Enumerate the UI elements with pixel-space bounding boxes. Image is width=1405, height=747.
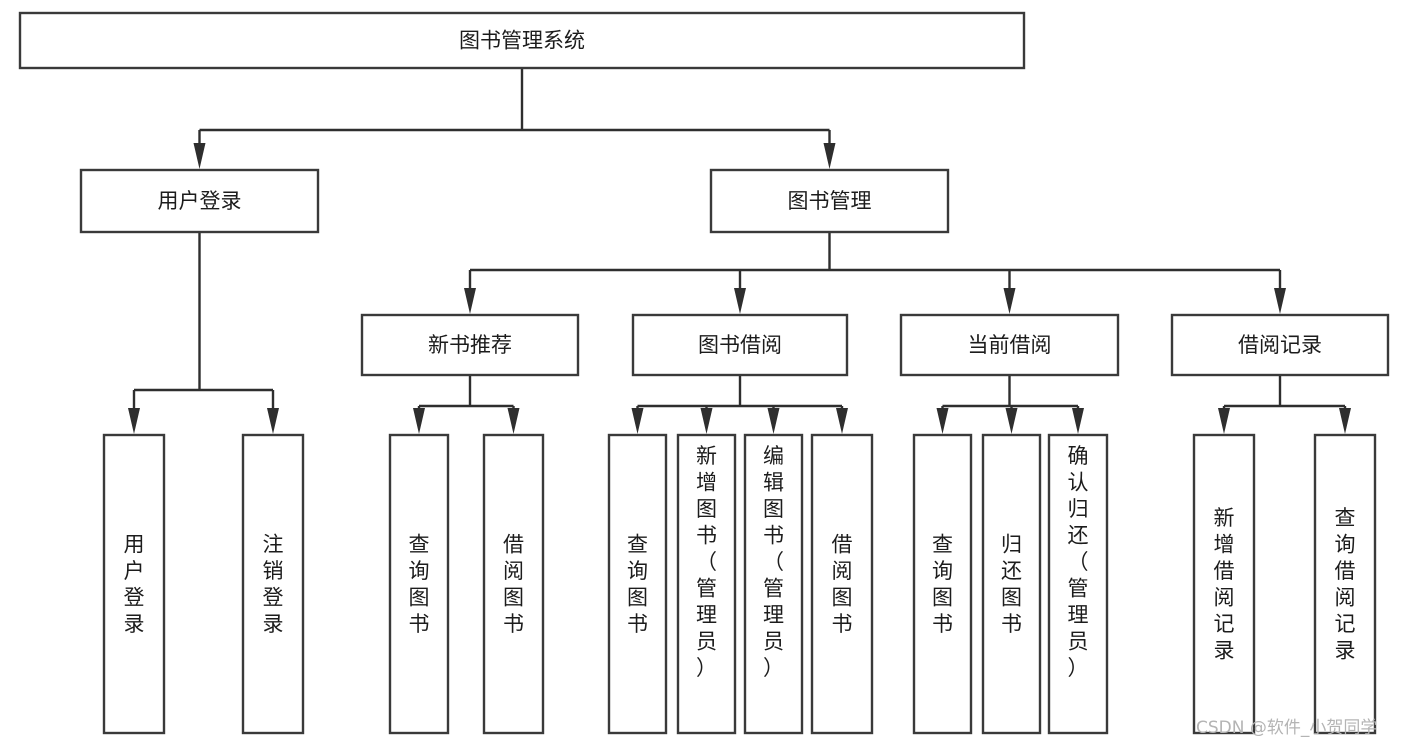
arrow-head-icon bbox=[631, 408, 644, 434]
arrow-head-icon bbox=[767, 408, 780, 434]
node-label: 注销登录 bbox=[263, 533, 284, 637]
arrow-head-icon bbox=[823, 143, 836, 169]
node-l_cur_3[interactable]: 确认归还（管理员） bbox=[1047, 433, 1109, 735]
node-label: 确认归还（管理员） bbox=[1068, 444, 1089, 680]
node-label: 借阅图书 bbox=[832, 533, 853, 637]
node-box bbox=[18, 11, 1026, 70]
node-box bbox=[1170, 313, 1390, 377]
node-box bbox=[241, 433, 305, 735]
node-n_record[interactable]: 借阅记录 bbox=[1170, 313, 1390, 377]
node-label: 用户登录 bbox=[158, 189, 242, 213]
node-label: 新书推荐 bbox=[428, 333, 512, 357]
arrow-head-icon bbox=[936, 408, 949, 434]
node-box bbox=[743, 433, 804, 735]
node-label: 图书管理系统 bbox=[459, 29, 585, 53]
node-box bbox=[709, 168, 950, 234]
node-l_new_1[interactable]: 查询图书 bbox=[388, 433, 450, 735]
node-box bbox=[1192, 433, 1256, 735]
node-box bbox=[79, 168, 320, 234]
arrow-head-icon bbox=[464, 288, 476, 314]
arrow-head-icon bbox=[700, 408, 713, 434]
node-label: 新增图书（管理员） bbox=[696, 444, 717, 680]
node-root[interactable]: 图书管理系统 bbox=[18, 11, 1026, 70]
node-label: 归还图书 bbox=[1001, 533, 1022, 637]
csdn-watermark: CSDN @软件_小贺同学 bbox=[1196, 718, 1377, 738]
arrow-head-icon bbox=[1339, 408, 1351, 434]
node-box bbox=[676, 433, 737, 735]
node-l_bor_4[interactable]: 借阅图书 bbox=[810, 433, 874, 735]
node-label: 图书管理 bbox=[788, 189, 872, 213]
arrow-head-icon bbox=[1005, 408, 1018, 434]
node-label: 查询图书 bbox=[932, 533, 953, 637]
arrow-head-icon bbox=[1274, 288, 1286, 314]
arrow-head-icon bbox=[836, 408, 848, 434]
node-layer: 图书管理系统用户登录图书管理新书推荐图书借阅当前借阅借阅记录用户登录注销登录查询… bbox=[18, 11, 1390, 735]
node-l_login_2[interactable]: 注销登录 bbox=[241, 433, 305, 735]
node-box bbox=[1313, 433, 1377, 735]
node-box bbox=[981, 433, 1042, 735]
node-n_current[interactable]: 当前借阅 bbox=[899, 313, 1120, 377]
arrow-head-icon bbox=[413, 408, 425, 434]
node-l_cur_2[interactable]: 归还图书 bbox=[981, 433, 1042, 735]
connector-group-n_current bbox=[936, 375, 1084, 434]
node-label: 编辑图书（管理员） bbox=[763, 444, 784, 680]
arrow-head-icon bbox=[734, 288, 746, 314]
connector-group-n_login bbox=[128, 232, 279, 434]
node-box bbox=[482, 433, 545, 735]
node-box bbox=[631, 313, 849, 377]
arrow-head-icon bbox=[1218, 408, 1230, 434]
node-l_login_1[interactable]: 用户登录 bbox=[102, 433, 166, 735]
arrow-head-icon bbox=[1003, 288, 1016, 314]
node-l_bor_1[interactable]: 查询图书 bbox=[607, 433, 668, 735]
node-label: 新增借阅记录 bbox=[1214, 506, 1235, 663]
node-l_new_2[interactable]: 借阅图书 bbox=[482, 433, 545, 735]
node-n_bookmgmt[interactable]: 图书管理 bbox=[709, 168, 950, 234]
arrow-head-icon bbox=[1072, 408, 1084, 434]
node-box bbox=[360, 313, 580, 377]
arrow-head-icon bbox=[128, 408, 140, 434]
arrow-head-icon bbox=[507, 408, 520, 434]
node-label: 查询图书 bbox=[627, 533, 648, 637]
node-l_rec_1[interactable]: 新增借阅记录 bbox=[1192, 433, 1256, 735]
node-n_login[interactable]: 用户登录 bbox=[79, 168, 320, 234]
node-label: 用户登录 bbox=[124, 533, 145, 637]
arrow-head-icon bbox=[193, 143, 206, 169]
node-n_newbook[interactable]: 新书推荐 bbox=[360, 313, 580, 377]
node-label: 查询借阅记录 bbox=[1335, 506, 1356, 663]
node-box bbox=[1047, 433, 1109, 735]
node-box bbox=[912, 433, 973, 735]
node-box bbox=[102, 433, 166, 735]
connector-group-n_record bbox=[1218, 375, 1351, 434]
connector-group-root bbox=[193, 68, 836, 169]
node-label: 当前借阅 bbox=[968, 333, 1052, 357]
node-l_cur_1[interactable]: 查询图书 bbox=[912, 433, 973, 735]
connector-group-n_borrow bbox=[631, 375, 848, 434]
connector-layer bbox=[128, 68, 1351, 434]
node-l_bor_2[interactable]: 新增图书（管理员） bbox=[676, 433, 737, 735]
node-box bbox=[899, 313, 1120, 377]
node-l_rec_2[interactable]: 查询借阅记录 bbox=[1313, 433, 1377, 735]
node-label: 查询图书 bbox=[409, 533, 430, 637]
connector-group-n_bookmgmt bbox=[464, 232, 1286, 314]
arrow-head-icon bbox=[267, 408, 279, 434]
node-box bbox=[810, 433, 874, 735]
connector-group-n_newbook bbox=[413, 375, 520, 434]
node-label: 借阅图书 bbox=[503, 533, 524, 637]
node-label: 图书借阅 bbox=[698, 333, 782, 357]
node-box bbox=[607, 433, 668, 735]
node-box bbox=[388, 433, 450, 735]
node-l_bor_3[interactable]: 编辑图书（管理员） bbox=[743, 433, 804, 735]
node-n_borrow[interactable]: 图书借阅 bbox=[631, 313, 849, 377]
node-label: 借阅记录 bbox=[1238, 333, 1322, 357]
